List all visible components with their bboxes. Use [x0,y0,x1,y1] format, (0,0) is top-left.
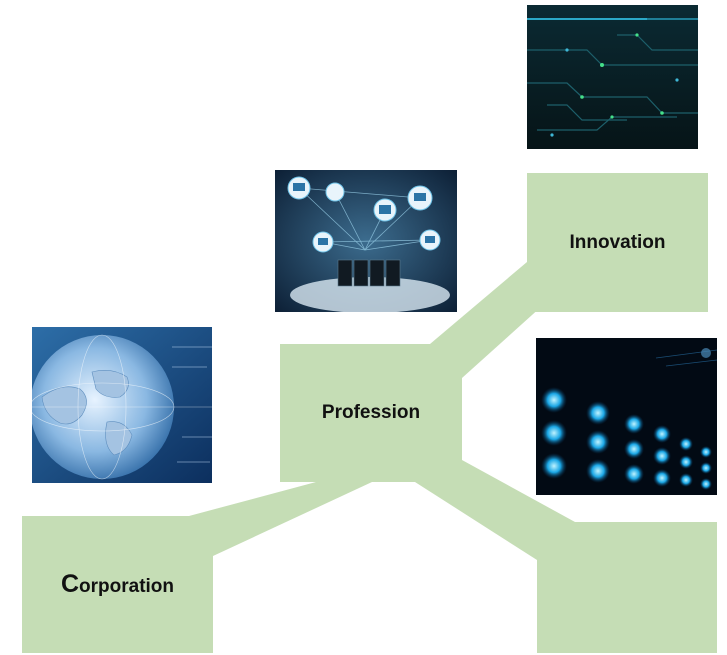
cloud-network-image [275,170,457,312]
node-profession: Profession [280,344,462,482]
node-profession-label: Profession [321,402,421,423]
circuit-board-photo [527,5,698,149]
blue-lights-image [536,338,717,495]
node-corporation-rest: orporation [79,576,175,597]
globe-photo [32,327,212,483]
globe-image [32,327,212,483]
connector-bottom-left [189,482,372,556]
node-innovation-label: Innovation [569,231,666,253]
node-corporation: Corporation [22,516,213,653]
node-corporation-label: Corporation [61,570,174,599]
blue-lights-photo [536,338,717,495]
node-empty [537,522,717,653]
node-corporation-first-letter: C [60,570,80,598]
circuit-board-image [527,5,698,149]
cloud-network-photo [275,170,457,312]
node-innovation: Innovation [527,173,708,312]
